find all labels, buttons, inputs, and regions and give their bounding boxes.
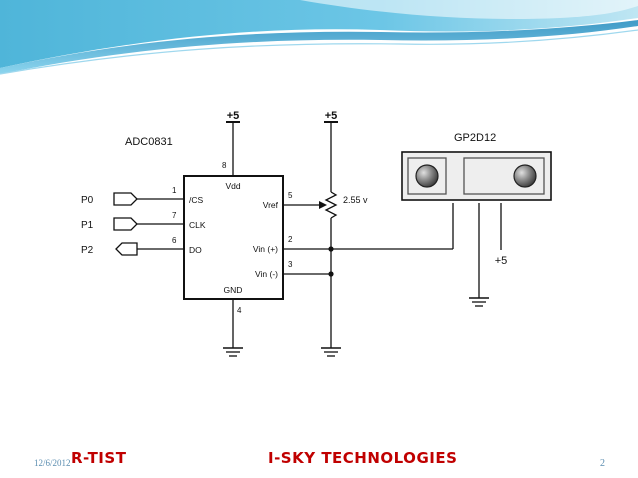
pin-name: Vin (-) (255, 269, 278, 279)
footer-center-title: I-SKY TECHNOLOGIES (268, 449, 458, 467)
pin-number: 7 (172, 211, 177, 220)
supply-label: +5 (227, 110, 240, 122)
port-label: P0 (81, 195, 94, 206)
pin-number: 4 (237, 306, 242, 315)
pin-number: 6 (172, 236, 177, 245)
supply-label: +5 (325, 110, 338, 122)
circuit-schematic: +5 +5 +5 ADC0831 GP2D12 2.55 v P0 P1 P2 … (70, 108, 558, 363)
pin-name: CLK (189, 220, 206, 230)
pot-value: 2.55 v (343, 195, 368, 205)
port-label: P2 (81, 245, 94, 256)
pin-name: Vdd (225, 181, 240, 191)
pin-name: /CS (189, 195, 204, 205)
pin-number: 5 (288, 191, 293, 200)
chip-name: ADC0831 (125, 136, 173, 148)
port-connector-p2 (115, 242, 138, 256)
pot-wiper-arrow (319, 201, 327, 209)
potentiometer (324, 191, 338, 219)
pin-name: Vref (263, 200, 279, 210)
pin-number: 3 (288, 260, 293, 269)
pin-name: Vin (+) (253, 244, 278, 254)
pin-number: 1 (172, 186, 177, 195)
pin-name: GND (224, 285, 243, 295)
port-label: P1 (81, 220, 94, 231)
port-connector-p1 (113, 217, 138, 231)
sensor-name: GP2D12 (454, 132, 496, 144)
pin-number: 8 (222, 161, 227, 170)
junction-dot (328, 271, 334, 277)
sensor-lens-right (513, 164, 537, 188)
page-number: 2 (600, 458, 605, 469)
pin-number: 2 (288, 235, 293, 244)
footer-left-title: R-TIST (71, 449, 127, 467)
footer-date: 12/6/2012 (34, 458, 71, 468)
sensor-lens-left (415, 164, 439, 188)
supply-label: +5 (495, 255, 508, 267)
port-connector-p0 (113, 192, 138, 206)
pin-name: DO (189, 245, 202, 255)
junction-dot (328, 246, 334, 252)
sensor-body (401, 151, 552, 201)
header-wave-decoration (0, 0, 638, 75)
